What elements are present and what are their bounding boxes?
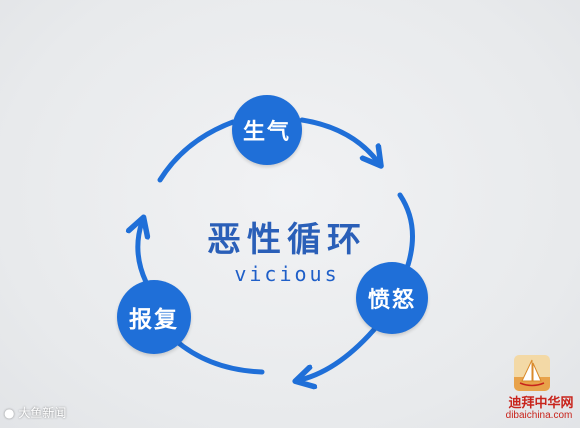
node-left-label: 报复 [129, 307, 179, 333]
source-watermark: ● 大鱼新闻 [4, 404, 66, 421]
site-logo [514, 355, 550, 391]
node-top-label: 生气 [242, 120, 291, 145]
source-watermark-text: 大鱼新闻 [18, 406, 67, 420]
weibo-icon: ● [4, 406, 15, 420]
diagram-title: 恶性循环 [207, 220, 367, 260]
arc-top-left [157, 119, 236, 183]
site-url: dibaichina.com [505, 410, 573, 421]
diagram-subtitle: vicious [234, 262, 340, 286]
site-name: 迪拜中华网 [508, 396, 574, 411]
node-rage: 愤怒 [356, 262, 428, 334]
arc-bottom-left [172, 337, 265, 375]
node-right-label: 愤怒 [367, 288, 416, 313]
arc-top-right [299, 117, 378, 162]
arc-left [138, 222, 146, 285]
arc-right [397, 192, 415, 268]
sail-icon [514, 355, 550, 391]
node-anger-start: 生气 [232, 95, 302, 165]
node-revenge: 报复 [117, 280, 191, 354]
arc-bottom [300, 322, 381, 380]
